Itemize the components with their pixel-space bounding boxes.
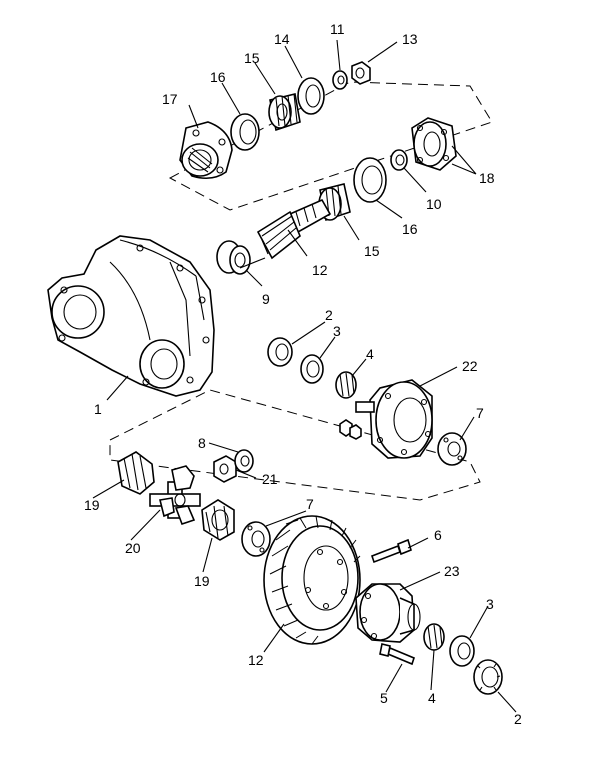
bearing-cup-3-upper xyxy=(300,354,324,384)
callout-1: 1 xyxy=(94,401,102,417)
nut-small xyxy=(339,419,362,440)
callout-12-upper: 12 xyxy=(312,262,328,278)
axle-housing-1 xyxy=(47,235,215,397)
callout-7-upper: 7 xyxy=(476,405,484,421)
oil-seal-16-top xyxy=(230,113,260,151)
bolt-6 xyxy=(370,538,412,564)
nut-13 xyxy=(351,61,371,85)
callout-12-lower: 12 xyxy=(248,652,264,668)
ring-gear-12 xyxy=(263,515,361,645)
callout-20: 20 xyxy=(125,540,141,556)
leader-lines xyxy=(92,39,517,713)
differential-case-23 xyxy=(355,583,421,643)
washer-10 xyxy=(390,149,408,171)
bearing-cone-15-top xyxy=(268,93,301,132)
callout-2-lower: 2 xyxy=(514,711,522,727)
pinion-gear-21 xyxy=(213,455,237,483)
callout-21: 21 xyxy=(262,471,278,487)
callout-14: 14 xyxy=(274,31,290,47)
drive-pinion-12 xyxy=(256,198,332,260)
callout-7-lower: 7 xyxy=(306,496,314,512)
bearing-adjuster-2-upper xyxy=(267,337,293,367)
side-gear-19-right xyxy=(201,499,235,541)
callout-15-lower: 15 xyxy=(364,243,380,259)
differential-case-22 xyxy=(355,379,433,459)
bolt-5 xyxy=(379,643,415,666)
callout-8: 8 xyxy=(198,435,206,451)
thrust-washer-7-upper xyxy=(437,432,467,466)
bearing-cone-4-lower xyxy=(423,623,445,651)
bearing-cone-4-upper xyxy=(335,371,357,399)
callout-23: 23 xyxy=(444,563,460,579)
callout-22: 22 xyxy=(462,358,478,374)
bearing-cup-16-lower xyxy=(353,157,387,203)
callout-18: 18 xyxy=(479,170,495,186)
thrust-washer-8 xyxy=(234,449,254,473)
companion-flange-17 xyxy=(179,121,233,180)
bearing-cup-3-lower xyxy=(449,635,475,667)
callout-17: 17 xyxy=(162,91,178,107)
callout-3-upper: 3 xyxy=(333,323,341,339)
callout-15-upper: 15 xyxy=(244,50,260,66)
callout-9: 9 xyxy=(262,291,270,307)
pilot-bearing-9 xyxy=(216,240,251,275)
spider-cross-20 xyxy=(149,465,201,526)
callout-11: 11 xyxy=(330,21,345,37)
callout-5: 5 xyxy=(380,690,388,706)
bearing-adjuster-2-lower xyxy=(473,659,503,695)
callout-4-lower: 4 xyxy=(428,690,436,706)
callout-16-upper: 16 xyxy=(210,69,226,85)
callout-16-lower: 16 xyxy=(402,221,418,237)
bearing-cup-14 xyxy=(297,77,325,115)
callout-13: 13 xyxy=(402,31,418,47)
bearing-retainer-18 xyxy=(411,117,457,171)
callout-2-upper: 2 xyxy=(325,307,333,323)
thrust-washer-7-lower xyxy=(241,521,271,557)
callout-4-upper: 4 xyxy=(366,346,374,362)
differential-assembly-boundary xyxy=(109,389,481,501)
callout-19-left: 19 xyxy=(84,497,100,513)
callout-10: 10 xyxy=(426,196,442,212)
callout-6: 6 xyxy=(434,527,442,543)
callout-19-right: 19 xyxy=(194,573,210,589)
side-gear-19-left xyxy=(117,451,155,495)
callout-3-lower: 3 xyxy=(486,596,494,612)
washer-11 xyxy=(332,70,348,90)
